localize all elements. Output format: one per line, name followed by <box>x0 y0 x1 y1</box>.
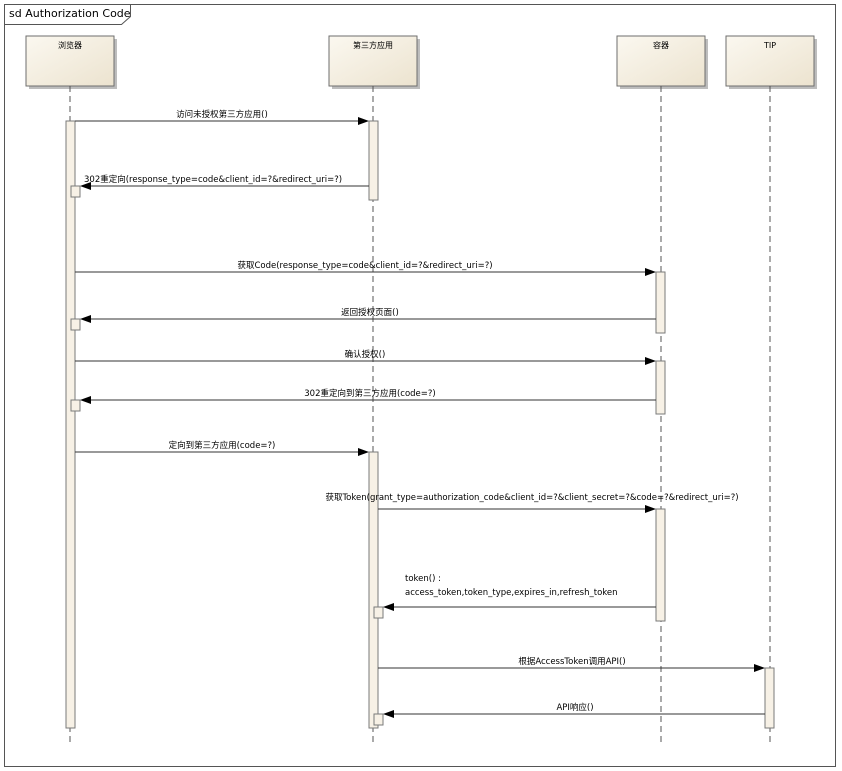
activation-container-2 <box>655 360 666 415</box>
message-2: 302重定向(response_type=code&client_id=?&re… <box>80 174 369 190</box>
activation-thirdparty-sub-1 <box>373 606 384 619</box>
message-1-arrowhead <box>358 117 369 125</box>
activation-browser-sub-3 <box>70 399 81 412</box>
lifeline-tip-box <box>725 35 815 87</box>
message-9-label-line-2: access_token,token_type,expires_in,refre… <box>405 588 618 598</box>
activation-thirdparty-sub-2 <box>373 713 384 726</box>
message-8-label: 获取Token(grant_type=authorization_code&cl… <box>325 492 738 503</box>
message-9: token() : access_token,token_type,expire… <box>383 574 656 611</box>
activation-browser-sub-2 <box>70 318 81 331</box>
message-11: API响应() <box>383 702 765 718</box>
frame-title: sd Authorization Code <box>9 7 131 20</box>
message-10: 根据AccessToken调用API() <box>378 656 765 672</box>
message-8-arrowhead <box>645 505 656 513</box>
lifeline-browser-label: 浏览器 <box>58 40 82 50</box>
message-11-label: API响应() <box>556 702 593 713</box>
activation-browser <box>65 120 76 729</box>
activation-thirdparty-2 <box>368 451 379 729</box>
diagram-frame <box>4 4 836 767</box>
lifeline-thirdparty-box <box>328 35 418 87</box>
activation-thirdparty-1 <box>368 120 379 201</box>
message-5: 确认授权() <box>75 349 656 365</box>
activation-browser-sub-1 <box>70 185 81 198</box>
message-3: 获取Code(response_type=code&client_id=?&re… <box>75 260 656 276</box>
message-9-label-line-1: token() : <box>405 574 441 584</box>
lifeline-thirdparty-label: 第三方应用 <box>353 40 393 50</box>
message-3-label: 获取Code(response_type=code&client_id=?&re… <box>237 260 492 271</box>
message-2-label: 302重定向(response_type=code&client_id=?&re… <box>84 174 342 185</box>
message-7-arrowhead <box>358 448 369 456</box>
lifeline-container: 容器 <box>616 35 708 89</box>
message-4: 返回授权页面() <box>80 307 656 323</box>
message-7-label: 定向到第三方应用(code=?) <box>169 440 276 451</box>
message-3-arrowhead <box>645 268 656 276</box>
message-10-arrowhead <box>754 664 765 672</box>
lifeline-tip: TIP <box>725 35 817 89</box>
lifeline-container-label: 容器 <box>653 40 669 50</box>
message-4-label: 返回授权页面() <box>341 307 399 318</box>
message-5-label: 确认授权() <box>345 349 386 360</box>
message-6-label: 302重定向到第三方应用(code=?) <box>304 388 436 399</box>
lifeline-thirdparty: 第三方应用 <box>328 35 420 89</box>
lifeline-tip-label: TIP <box>763 41 776 50</box>
message-1: 访问未授权第三方应用() <box>75 109 369 125</box>
message-9-arrowhead <box>383 603 394 611</box>
message-8: 获取Token(grant_type=authorization_code&cl… <box>325 492 739 513</box>
lifeline-browser-box <box>25 35 115 87</box>
activation-container-1 <box>655 271 666 334</box>
message-7: 定向到第三方应用(code=?) <box>75 440 369 456</box>
activation-tip <box>764 667 775 729</box>
message-6: 302重定向到第三方应用(code=?) <box>80 388 656 404</box>
message-2-arrowhead <box>80 182 91 190</box>
lifeline-browser: 浏览器 <box>25 35 117 89</box>
frame-title-tab <box>4 4 131 25</box>
message-6-arrowhead <box>80 396 91 404</box>
message-5-arrowhead <box>645 357 656 365</box>
message-1-label: 访问未授权第三方应用() <box>176 109 268 120</box>
message-11-arrowhead <box>383 710 394 718</box>
message-4-arrowhead <box>80 315 91 323</box>
message-10-label: 根据AccessToken调用API() <box>518 656 625 667</box>
activation-container-3 <box>655 508 666 622</box>
